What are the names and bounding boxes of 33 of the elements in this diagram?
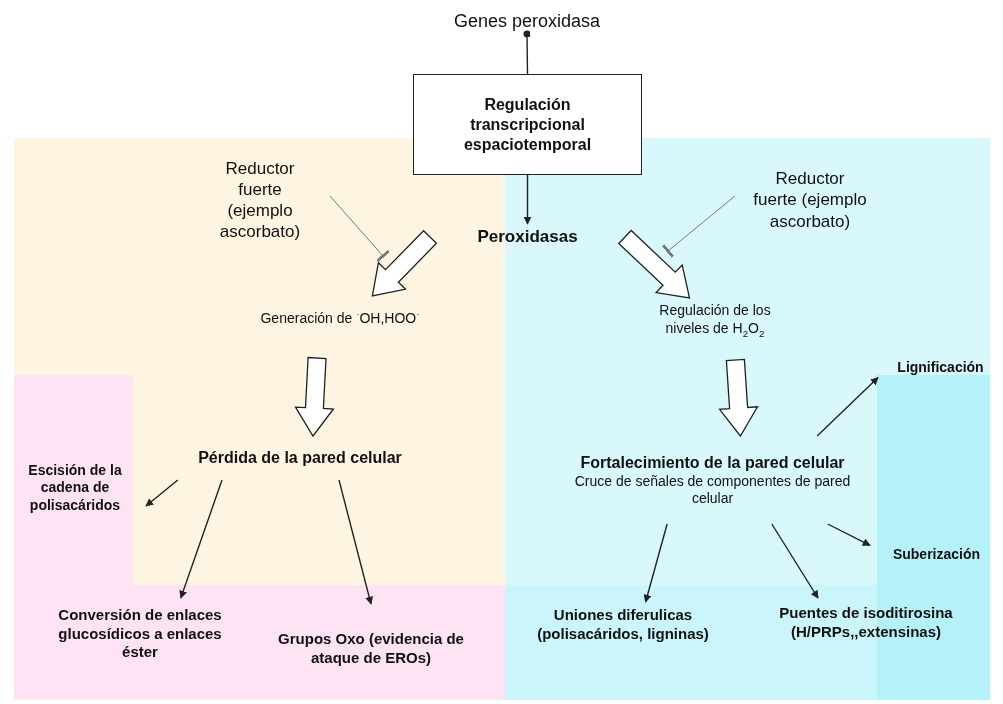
- arrow: [523, 174, 532, 225]
- node-label: Reductor fuerte (ejemplo ascorbato): [218, 157, 302, 243]
- node-label: Fortalecimiento de la pared celular: [580, 452, 845, 473]
- node-label: Lignificación: [897, 359, 984, 377]
- arrow: [826, 523, 871, 547]
- arrow: [145, 479, 179, 507]
- hollow-block-arrow: [294, 356, 335, 438]
- inhibition-line: [329, 195, 390, 263]
- node-label: Puentes de isoditirosina (H/PRPs,,extensinas): [778, 604, 954, 642]
- node-label: Regulación de los niveles de H$_{2}$O$_{2}$: [658, 302, 772, 340]
- node-label: Suberización: [892, 546, 981, 564]
- process-box: [413, 74, 642, 175]
- node-label: Escisión de la cadena de polisacáridos: [27, 461, 123, 515]
- hollow-block-arrow: [718, 358, 759, 438]
- node-label: Conversión de enlaces glucosídicos a enlaces éster: [57, 605, 223, 663]
- arrow: [338, 479, 374, 605]
- node-label: Reductor fuerte (ejemplo ascorbato): [753, 168, 867, 232]
- arrow: [816, 376, 879, 437]
- node-label: Pérdida de la pared celular: [198, 448, 402, 468]
- connector-line: [523, 30, 531, 75]
- arrow: [643, 523, 668, 603]
- hollow-block-arrow: [371, 229, 438, 297]
- arrow: [179, 479, 223, 599]
- node-label: Peroxidasas: [477, 226, 578, 248]
- node-label: Regulación transcripcional espaciotemporal: [462, 94, 593, 155]
- hollow-block-arrow: [617, 229, 691, 299]
- node-label: Genes peroxidasa: [453, 9, 601, 33]
- node-label: Generación de $^{·}$OH,HOO$^{·}$: [260, 308, 420, 328]
- inhibition-line: [662, 195, 736, 258]
- arrow: [771, 523, 819, 599]
- node-description: Cruce de señales de componentes de pared celular: [573, 472, 852, 508]
- node-label: Grupos Oxo (evidencia de ataque de EROs): [277, 630, 465, 668]
- node-label: Uniones diferulicas (polisacáridos, ligninas): [536, 606, 710, 644]
